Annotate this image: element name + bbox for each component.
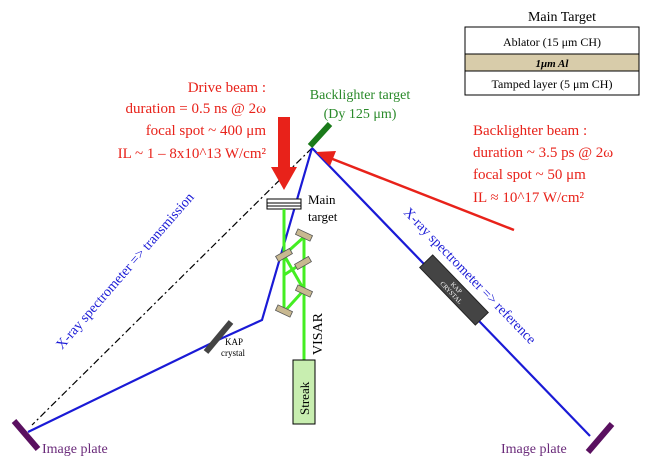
ablator-layer (464, 26, 640, 55)
visar-beamsplitter-1 (275, 247, 293, 263)
main-target-legend: Main Target Ablator (15 μm CH) 1μm Al Ta… (464, 10, 640, 96)
backlighter-target-text: Backlighter target (Dy 125 μm) (310, 88, 411, 122)
kap-crystal-right-body (419, 254, 489, 326)
main-target-title: Main Target (528, 10, 596, 25)
kap-crystal-left: KAP crystal (203, 320, 245, 358)
visar-label: VISAR (311, 312, 326, 355)
main-target-symbol (266, 198, 302, 210)
backlighter-target-foil (307, 121, 333, 149)
xray-path-transmission (27, 147, 314, 433)
backlighter-target-material: (Dy 125 μm) (324, 107, 397, 122)
image-plate-left-bar (11, 419, 41, 451)
ablator-label: Ablator (15 μm CH) (503, 35, 601, 49)
kap-crystal-left-bar (203, 320, 234, 354)
visar-mirror-3 (274, 304, 294, 318)
backlighter-beam-focal-spot: focal spot ~ 50 μm (473, 167, 586, 183)
spectrometer-reference-label: X-ray spectrometer => reference (400, 205, 538, 347)
backlighter-target-title: Backlighter target (310, 88, 411, 103)
visar-beam-cross-1 (282, 254, 306, 291)
drive-beam-shaft (278, 117, 290, 169)
visar-beam-diagonal-2 (282, 288, 306, 314)
drive-beam-text: Drive beam : duration = 0.5 ns @ 2ω foca… (118, 80, 267, 162)
drive-beam-intensity: IL ~ 1 – 8x10^13 W/cm² (118, 146, 267, 162)
streak-box (292, 359, 316, 425)
main-target-label-line-1: Main (308, 192, 336, 207)
spectrometer-transmission-label: X-ray spectrometer => transmission (54, 190, 198, 352)
image-plate-right: Image plate (501, 422, 615, 457)
backlighter-beam-arrow (316, 151, 515, 232)
main-target-body (266, 198, 302, 210)
backlighter-beam-intensity: IL ≈ 10^17 W/cm² (473, 190, 585, 206)
backlighter-beam-arrowhead (316, 151, 336, 166)
image-plate-right-label: Image plate (501, 442, 567, 457)
image-plate-left-label: Image plate (42, 442, 108, 457)
visar-optics (274, 228, 314, 318)
main-target-label: Main target (308, 192, 338, 224)
kap-left-label-line-2: crystal (221, 348, 245, 358)
drive-beam-arrowhead (271, 167, 297, 190)
backlighter-beam-text: Backlighter beam : duration ~ 3.5 ps @ 2… (473, 123, 613, 206)
drive-beam-focal-spot: focal spot ~ 400 μm (146, 123, 267, 139)
image-plate-left: Image plate (11, 419, 108, 457)
drive-beam-duration: duration = 0.5 ns @ 2ω (126, 101, 267, 117)
drive-beam-arrow (271, 117, 297, 190)
transmission-axis-line (31, 147, 313, 426)
backlighter-beam-line (329, 156, 515, 232)
kap-left-label-line-1: KAP (225, 337, 243, 347)
streak-label: Streak (297, 381, 312, 415)
aluminum-label: 1μm Al (536, 58, 570, 70)
backlighter-beam-duration: duration ~ 3.5 ps @ 2ω (473, 145, 613, 161)
drive-beam-title: Drive beam : (188, 80, 266, 96)
visar-mirror-1 (294, 228, 314, 242)
tamped-label: Tamped layer (5 μm CH) (492, 77, 613, 91)
tamped-layer (464, 70, 640, 96)
visar-beamsplitter-2 (294, 255, 312, 271)
streak-camera: Streak (292, 359, 316, 425)
image-plate-right-bar (585, 422, 615, 454)
main-target-label-line-2: target (308, 209, 338, 224)
visar-mirror-2 (294, 284, 314, 298)
backlighter-beam-title: Backlighter beam : (473, 123, 587, 139)
